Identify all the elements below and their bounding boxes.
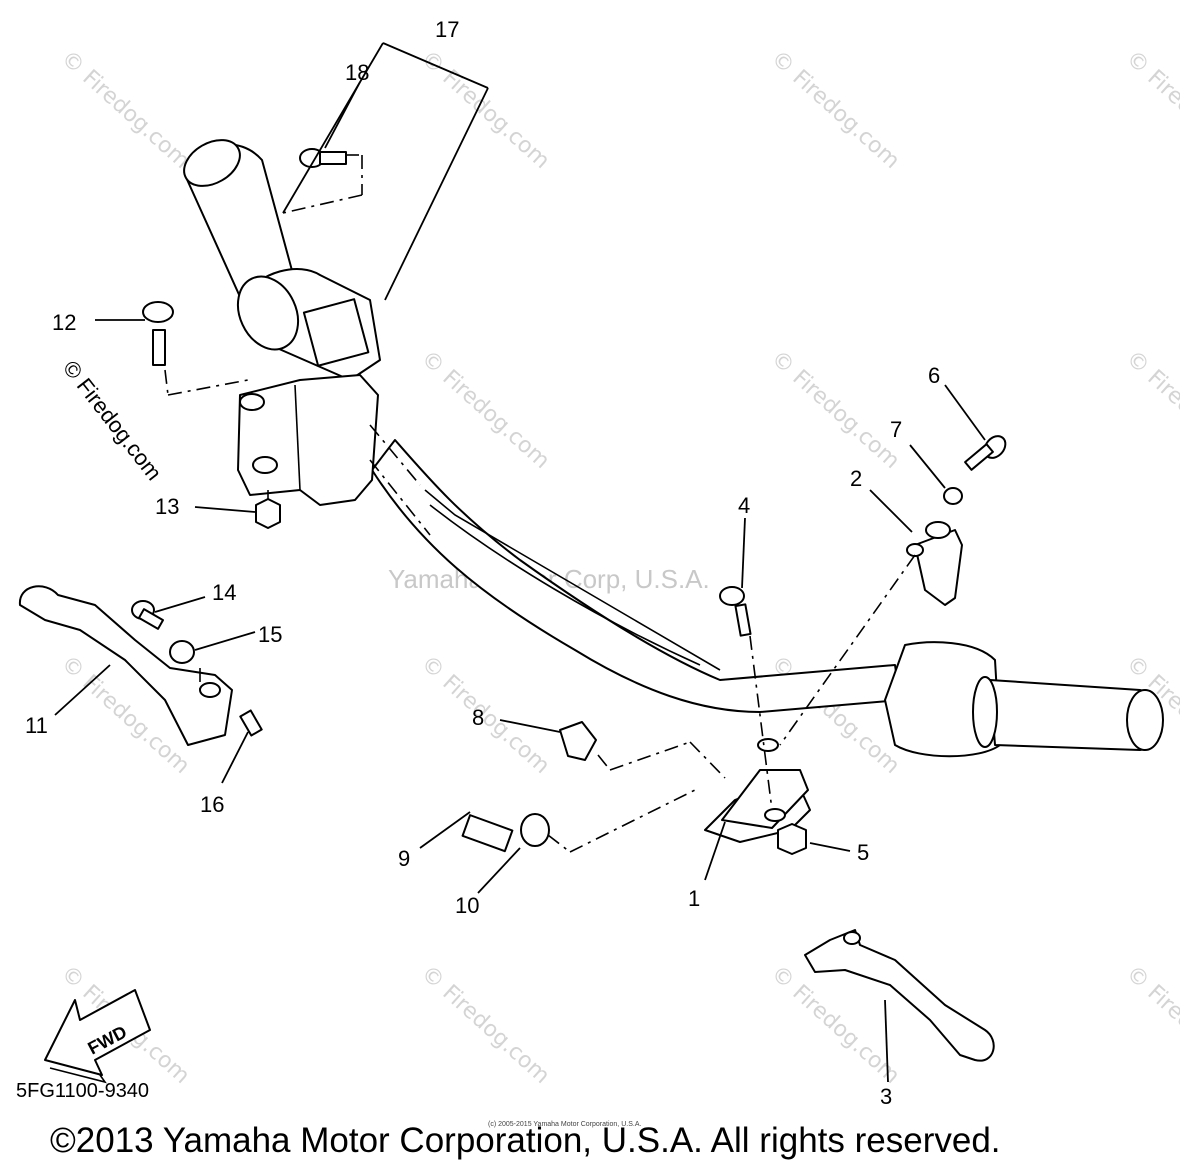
assembly-lines [164,154,916,853]
left-lever-holder [237,374,379,506]
callout-8: 8 [472,705,484,730]
hardware [131,148,1007,855]
part-2-clamp [906,521,963,606]
callout-2: 2 [850,466,862,491]
callout-1: 1 [688,886,700,911]
callout-15: 15 [258,622,282,647]
part-3-lever [804,929,995,1062]
watermark-site: © Firedog.com [1121,346,1180,474]
watermark-site-dark: © Firedog.com [58,356,167,485]
callout-17: 17 [435,17,459,42]
callout-7: 7 [890,417,902,442]
watermark-site: © Firedog.com [766,46,904,174]
callout-13: 13 [155,494,179,519]
watermark-site: © Firedog.com [416,346,554,474]
leader-lines [54,42,986,1083]
left-grip [183,139,381,381]
callout-labels: 17 18 12 13 14 15 11 16 6 7 2 4 8 5 9 10… [25,17,940,1109]
watermark-site: © Firedog.com [1121,46,1180,174]
callout-3: 3 [880,1084,892,1109]
right-grip [884,641,1164,758]
handlebar [371,439,901,713]
callout-9: 9 [398,846,410,871]
callout-6: 6 [928,363,940,388]
callout-14: 14 [212,580,236,605]
watermark-site: © Firedog.com [416,961,554,1089]
callout-12: 12 [52,310,76,335]
callout-4: 4 [738,493,750,518]
callout-18: 18 [345,60,369,85]
callout-10: 10 [455,893,479,918]
watermark-site: © Firedog.com [56,46,194,174]
watermark-site: © Firedog.com [416,651,554,779]
callout-5: 5 [857,840,869,865]
diagram-code: 5FG1100-9340 [16,1080,149,1102]
callout-16: 16 [200,792,224,817]
part-11-lever [18,585,233,746]
watermark-tiny: (c) 2005-2015 Yamaha Motor Corporation, … [488,1121,641,1128]
callout-11: 11 [25,713,48,738]
copyright-notice: ©2013 Yamaha Motor Corporation, U.S.A. A… [50,1121,1001,1160]
watermark-site: © Firedog.com [1121,961,1180,1089]
watermark-site: © Firedog.com [766,346,904,474]
